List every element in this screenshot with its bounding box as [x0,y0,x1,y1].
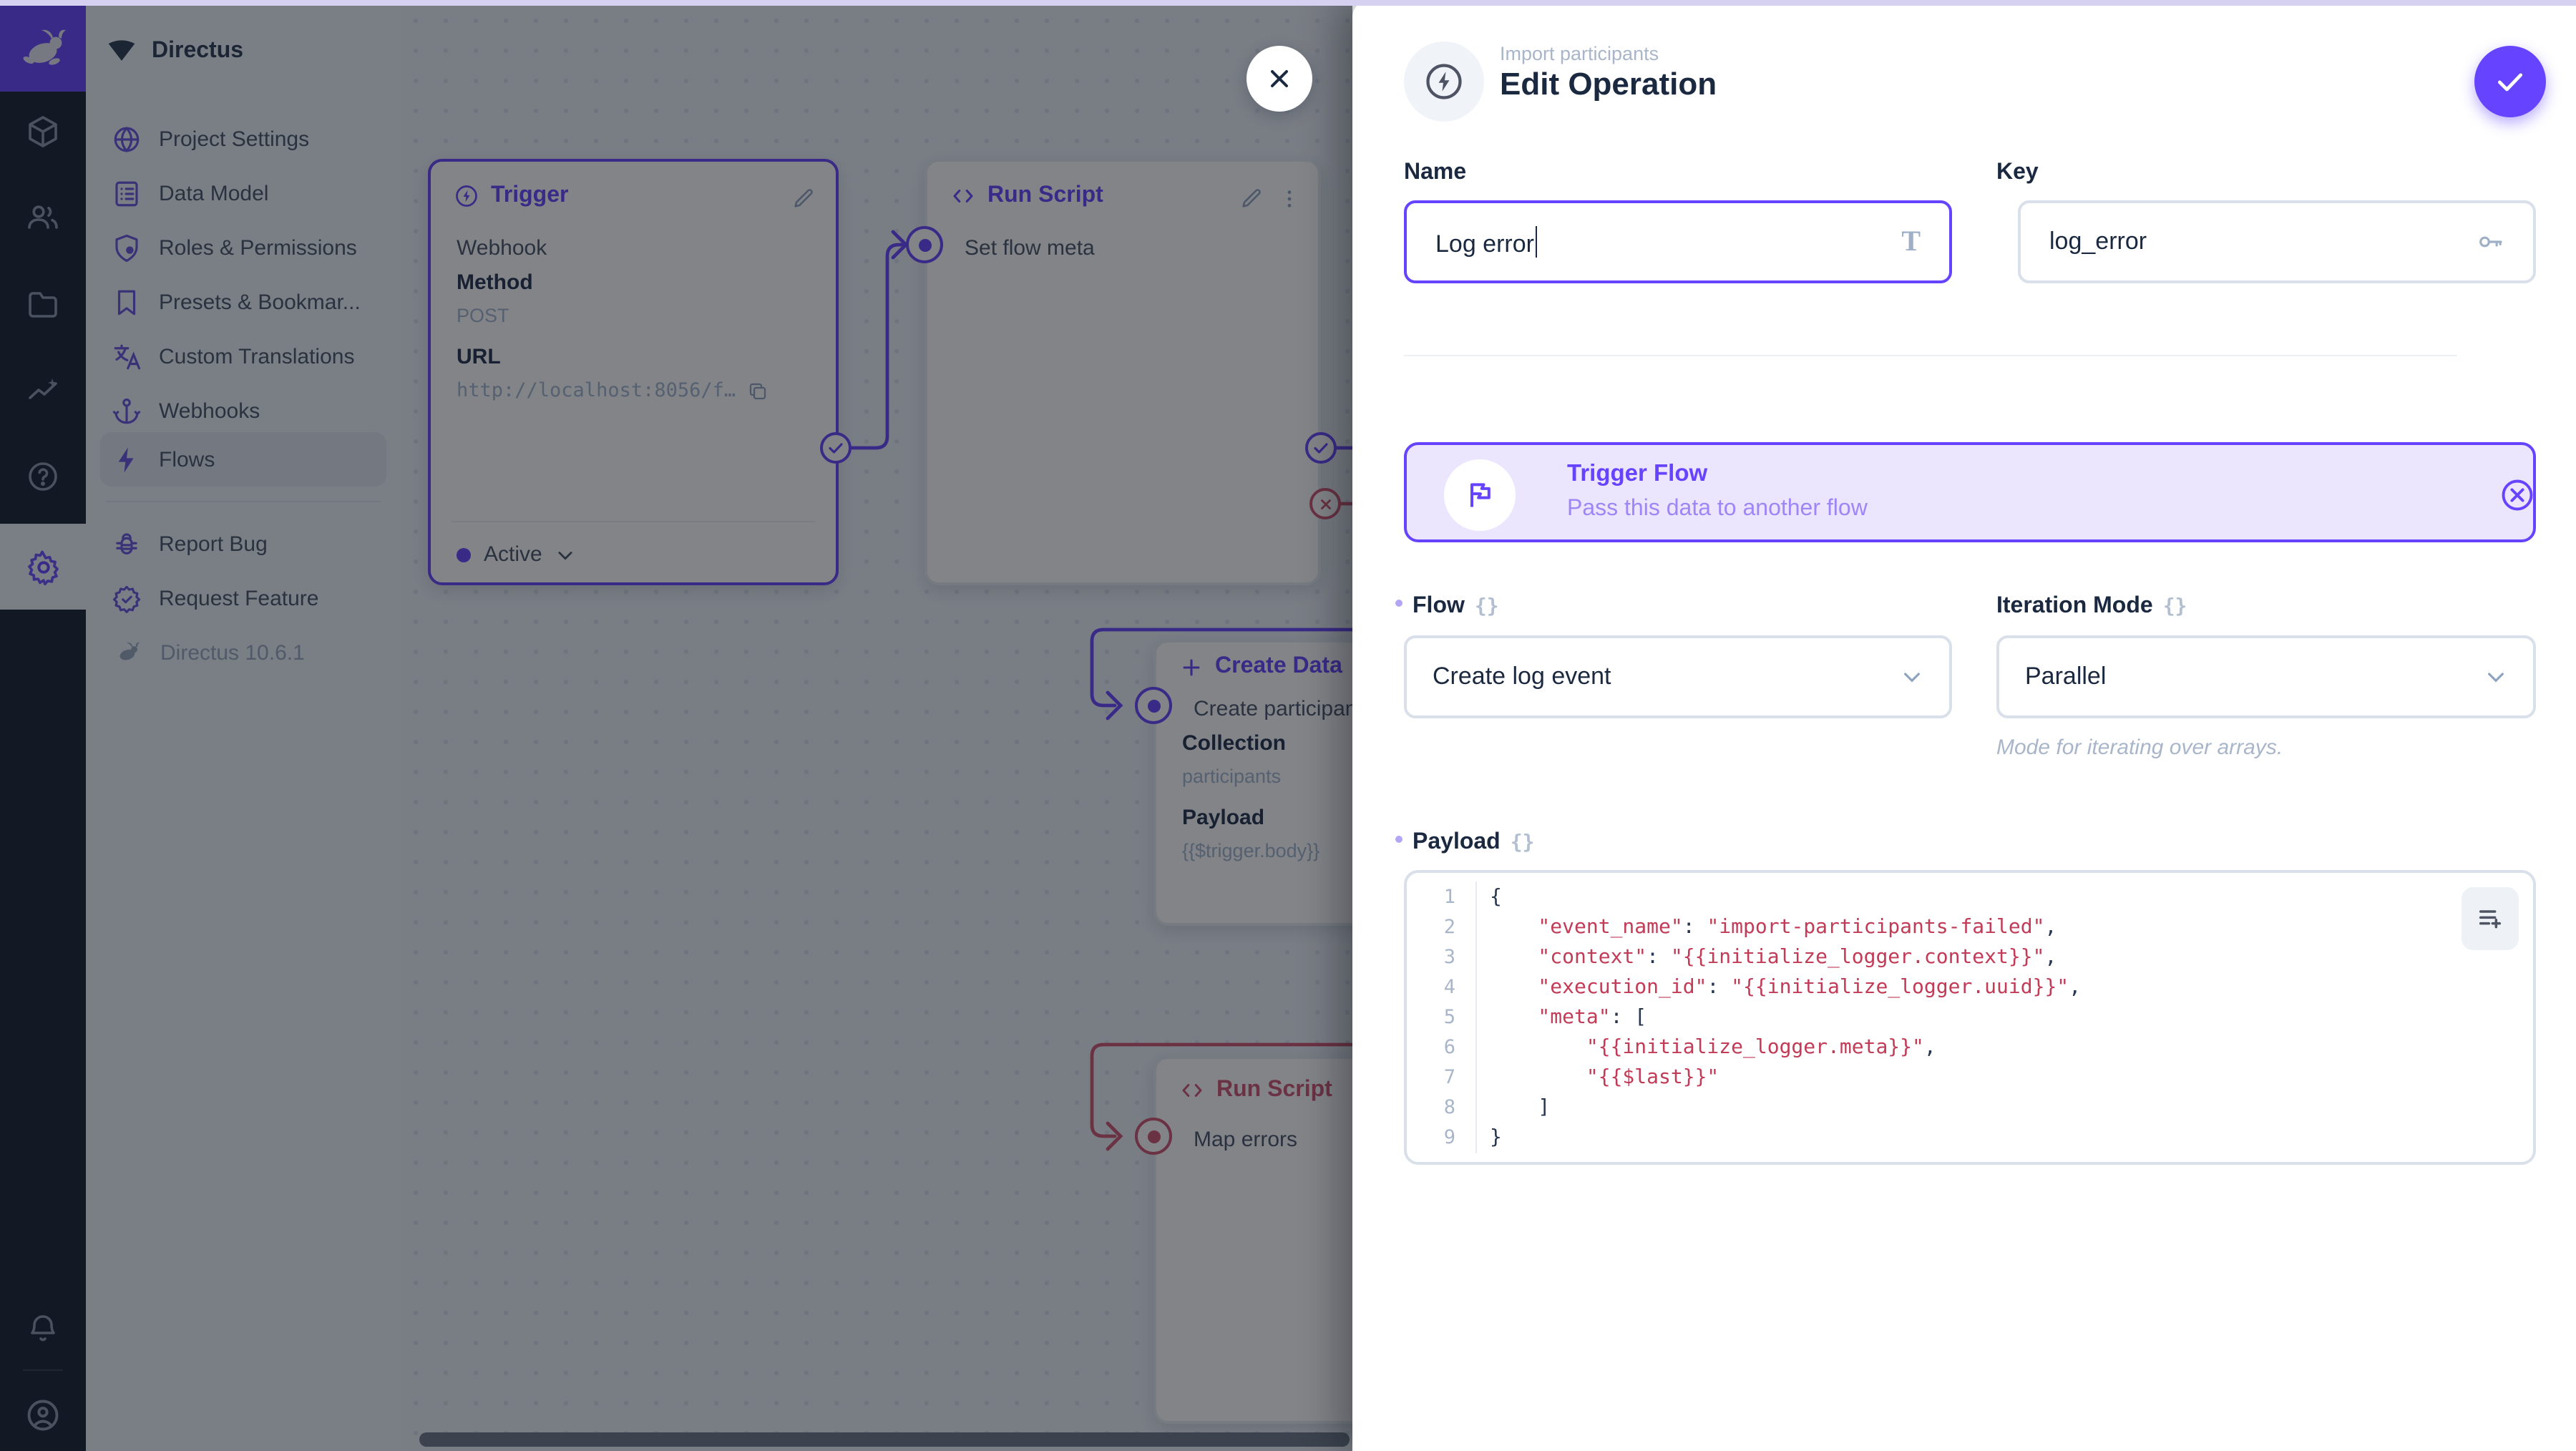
line-number: 3 [1443,946,1455,969]
close-drawer-button[interactable] [1246,46,1312,112]
key-label: Key [1996,160,2039,185]
name-label: Name [1404,160,1467,185]
name-value: Log error [1435,225,1901,258]
close-icon [1265,64,1294,93]
notice-subtitle: Pass this data to another flow [1567,497,1868,521]
expand-editor-button[interactable] [2462,887,2519,950]
chevron-down-icon [1901,665,1923,688]
code-line: "{{initialize_logger.meta}}", [1490,1036,1936,1059]
key-input[interactable]: log_error [2018,200,2536,283]
operation-bolt-icon [1404,41,1484,122]
payload-field-label-row: Payload {} [1395,830,1534,856]
drawer-divider [1404,355,2457,356]
raw-value-icon[interactable]: {} [2162,595,2187,618]
raw-value-icon[interactable]: {} [1474,595,1499,618]
chevron-down-icon [2484,665,2507,688]
line-number: 1 [1443,886,1455,909]
code-line: } [1490,1126,1502,1149]
code-line: ] [1490,1096,1551,1119]
edit-operation-drawer: Import participants Edit Operation Name … [1352,0,2576,1451]
text-cursor [1535,225,1538,257]
flag-icon [1444,459,1516,531]
payload-label: Payload [1413,830,1501,854]
line-number: 4 [1443,976,1455,999]
clear-selection-icon[interactable] [2499,477,2536,514]
required-dot [1395,836,1402,843]
flow-label: Flow [1413,594,1465,618]
drawer-breadcrumb[interactable]: Import participants [1500,43,1659,64]
canvas-horizontal-scrollbar[interactable] [419,1432,1350,1447]
playlist-add-icon [2476,904,2504,933]
name-input[interactable]: Log error T [1404,200,1952,283]
payload-code-editor[interactable]: 1 2 3 4 5 6 7 8 9 { "event_name": "impor… [1404,870,2536,1165]
iteration-mode-select[interactable]: Parallel [1996,635,2536,718]
code-line: { [1490,886,1502,909]
drawer-dim-overlay[interactable] [0,0,1352,1451]
line-number: 8 [1443,1096,1455,1119]
line-number: 6 [1443,1036,1455,1059]
iteration-mode-note: Mode for iterating over arrays. [1996,736,2283,760]
line-number: 5 [1443,1006,1455,1029]
gutter-separator [1475,881,1477,1153]
code-line: "context": "{{initialize_logger.context}… [1490,946,2057,969]
iteration-field-label-row: Iteration Mode {} [1996,594,2187,620]
required-dot [1395,600,1402,607]
line-number: 7 [1443,1066,1455,1089]
iteration-mode-value: Parallel [2025,663,2107,690]
code-line: "event_name": "import-participants-faile… [1490,916,2057,939]
editor-gutter: 1 2 3 4 5 6 7 8 9 [1407,873,1470,1162]
flow-select-value: Create log event [1433,663,1611,690]
key-value: log_error [2049,228,2147,255]
title-format-icon: T [1901,225,1921,257]
flow-select[interactable]: Create log event [1404,635,1952,718]
drawer-title: Edit Operation [1500,66,1717,102]
save-button[interactable] [2474,46,2546,117]
flow-field-label-row: Flow {} [1395,594,1499,620]
top-accent-strip [0,0,2576,6]
trigger-flow-notice[interactable]: Trigger Flow Pass this data to another f… [1404,442,2536,542]
check-icon [2494,66,2526,97]
line-number: 2 [1443,916,1455,939]
notice-title: Trigger Flow [1567,461,1708,487]
iteration-mode-label: Iteration Mode [1996,594,2153,618]
raw-value-icon[interactable]: {} [1510,831,1535,854]
code-line: "execution_id": "{{initialize_logger.uui… [1490,976,2082,999]
code-line: "{{$last}}" [1490,1066,1719,1089]
code-line: "meta": [ [1490,1006,1647,1029]
line-number: 9 [1443,1126,1455,1149]
key-icon [2476,228,2504,256]
